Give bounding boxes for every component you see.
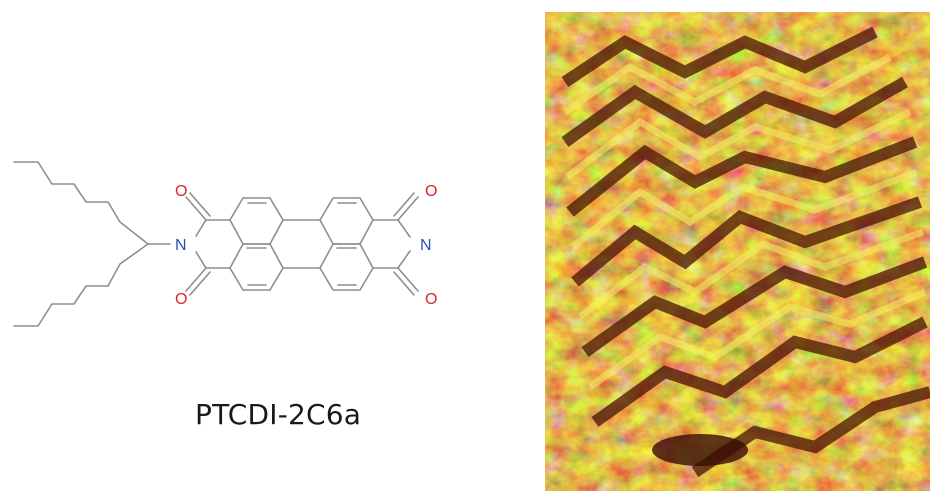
ptcdi-2c6a-structure: N O O N O O	[13, 161, 437, 327]
bright-stripes	[563, 53, 927, 390]
stm-topography-image	[545, 12, 930, 491]
right-nitrogen-label: N	[420, 237, 432, 254]
lower-hexyl-chain	[13, 243, 149, 327]
right-lower-oxygen-label: O	[425, 291, 437, 308]
molecule-bonds	[13, 161, 419, 327]
left-upper-oxygen-label: O	[175, 183, 187, 200]
left-lower-oxygen-label: O	[175, 291, 187, 308]
scan-area-texture	[545, 12, 930, 491]
dark-defect-region	[652, 434, 748, 466]
left-nitrogen-label: N	[175, 237, 187, 254]
compound-name-label: PTCDI-2C6a	[195, 398, 362, 431]
right-upper-oxygen-label: O	[425, 183, 437, 200]
upper-hexyl-chain	[13, 161, 149, 245]
